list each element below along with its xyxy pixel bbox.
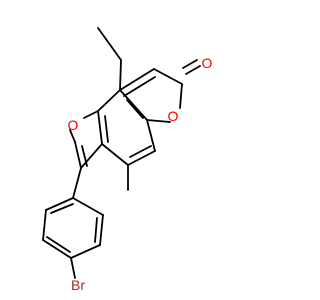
bond-ph-c2-c3-inner xyxy=(94,217,98,243)
molecule-diagram: O O O Br xyxy=(42,27,213,293)
bond-c7-carbonyl xyxy=(185,65,201,75)
bond-c7-o6 xyxy=(179,83,183,109)
bond-ph-c2-c3 xyxy=(99,214,104,246)
bond-c7-carbonyl-double xyxy=(182,59,198,69)
structure-canvas: O O O Br xyxy=(42,27,213,293)
bond-c4-c5 xyxy=(127,150,156,166)
bond-ph-c4-c5 xyxy=(42,239,72,259)
bond-c3-phenyl xyxy=(72,167,82,199)
atom-furan-oxygen: O xyxy=(68,117,79,133)
bond-ethyl-ch2-ring xyxy=(119,59,122,91)
atom-bromine: Br xyxy=(71,277,85,293)
bond-c4-c5-inner xyxy=(129,145,152,158)
bond-c9b-c3a xyxy=(97,110,103,145)
bond-c3a-c4 xyxy=(101,143,129,166)
bond-lines xyxy=(42,27,201,279)
bond-ph-c6-c1-inner xyxy=(50,203,74,214)
bond-ph-br xyxy=(70,257,76,279)
bond-ph-c5-c6 xyxy=(42,209,47,241)
atom-pyranone-oxygen: O xyxy=(168,108,179,124)
bond-c9-c8-double xyxy=(123,76,156,97)
atom-carbonyl-oxygen: O xyxy=(202,55,213,71)
bond-c5a-c9a xyxy=(119,89,148,121)
bond-c5-c5a xyxy=(146,119,156,152)
bond-c8-c7 xyxy=(153,68,183,85)
bond-ph-c1-c2 xyxy=(72,197,104,216)
bond-c9b-c3a-inner xyxy=(104,115,109,143)
bond-o1-c2 xyxy=(69,129,76,143)
bond-c9a-c5a-inner xyxy=(126,99,144,119)
bond-c9a-c9b xyxy=(97,89,121,112)
bond-c3-c3a xyxy=(80,143,103,169)
bond-c9a-c5a-inner-ref xyxy=(120,90,147,120)
bond-c9b-o1 xyxy=(83,110,99,119)
bond-ph-c4-c5-inner xyxy=(46,236,71,253)
bond-ethyl-ch3-ch2 xyxy=(97,27,122,61)
bond-ph-c3-c4 xyxy=(70,244,101,259)
bond-ph-c6-c1 xyxy=(45,197,74,211)
bond-c2-c3 xyxy=(74,141,82,169)
bond-c9-c8 xyxy=(119,68,155,91)
bond-o6-c5a xyxy=(146,119,171,123)
